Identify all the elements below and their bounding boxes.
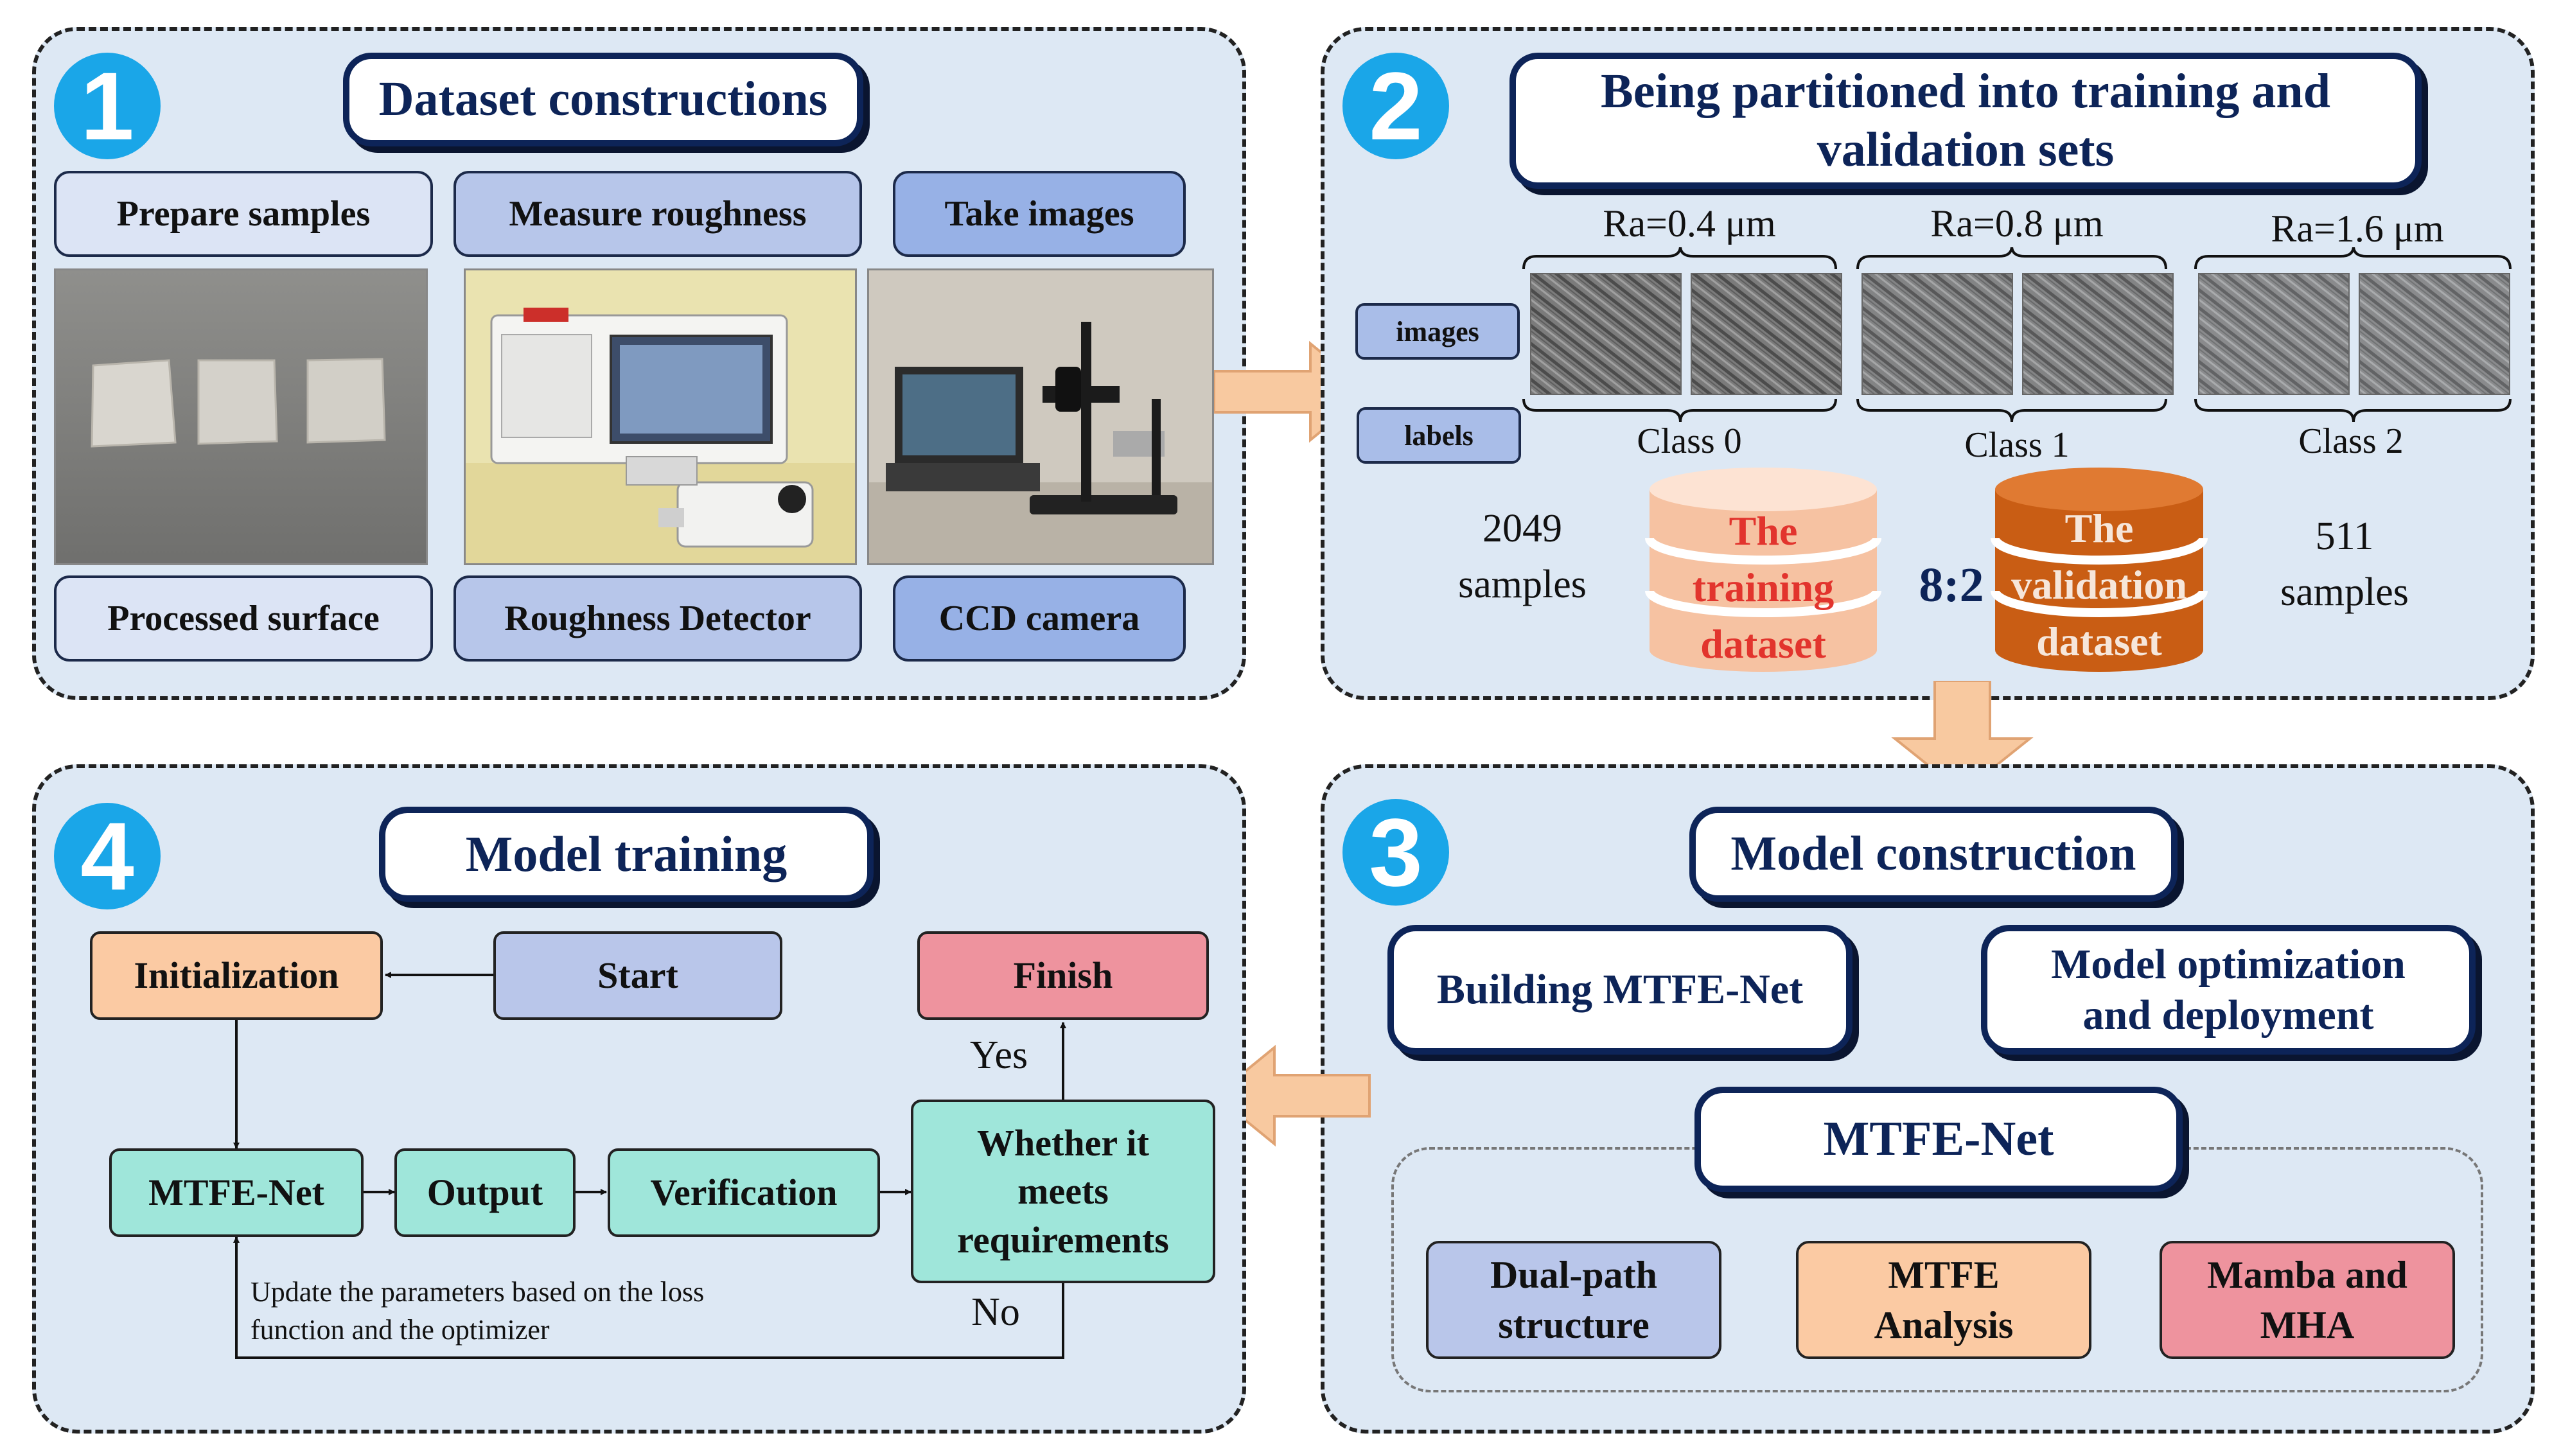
no-label: No (971, 1290, 1020, 1334)
validation-label-line2: validation (2011, 561, 2187, 608)
training-dataset-cylinder (1645, 468, 1881, 672)
training-label-line1: The (1729, 507, 1798, 554)
photo-ccd-camera (867, 268, 1214, 565)
label-prepare-samples: Prepare samples (54, 171, 433, 257)
node-mtfe-net: MTFE-Net (109, 1148, 364, 1237)
component-dual-path: Dual-path structure (1426, 1241, 1721, 1359)
label-processed-surface: Processed surface (54, 575, 433, 662)
step-badge-1: 1 (54, 53, 161, 159)
sample-image-class2-b (2359, 273, 2510, 395)
training-count: 2049 samples (1426, 501, 1619, 623)
node-finish: Finish (917, 931, 1209, 1020)
ra-label-2: Ra=1.6 μm (2271, 207, 2444, 250)
flow-connectors (233, 972, 1066, 1359)
braces (1522, 247, 2512, 423)
sample-image-class2-a (2198, 273, 2350, 395)
validation-dataset-label: The validation dataset (1990, 498, 2208, 672)
mtfe-net-block: MTFE-Net (1694, 1087, 2183, 1192)
validation-count-number: 511 (2315, 514, 2374, 558)
split-ratio: 8:2 (1919, 558, 1984, 612)
panel2-title: Being partitioned into training and vali… (1509, 53, 2422, 189)
class-label-1: Class 1 (1964, 425, 2070, 465)
training-count-unit: samples (1458, 562, 1587, 606)
class-label-2: Class 2 (2298, 421, 2404, 461)
node-output: Output (394, 1148, 576, 1237)
training-label-line2: training (1692, 564, 1835, 610)
panel4-title: Model training (379, 807, 874, 902)
node-decision: Whether it meets requirements (911, 1100, 1215, 1283)
label-take-images: Take images (893, 171, 1186, 257)
tag-labels: labels (1357, 407, 1521, 464)
step-badge-4: 4 (54, 803, 161, 909)
training-count-number: 2049 (1483, 507, 1562, 550)
step-badge-3: 3 (1342, 799, 1449, 906)
component-mtfe-analysis: MTFE Analysis (1796, 1241, 2091, 1359)
photo-roughness-detector (464, 268, 857, 565)
sample-image-class1-b (2022, 273, 2174, 395)
photo-processed-surface (54, 268, 428, 565)
node-verification: Verification (608, 1148, 880, 1237)
panel3-title: Model construction (1689, 807, 2178, 902)
sample-image-class1-a (1861, 273, 2013, 395)
node-initialization: Initialization (90, 931, 383, 1020)
panel1-title: Dataset constructions (343, 53, 863, 146)
validation-count-unit: samples (2280, 570, 2409, 614)
tag-images: images (1355, 303, 1520, 360)
validation-dataset-cylinder (1991, 468, 2208, 672)
validation-label-line3: dataset (2036, 618, 2162, 665)
ra-label-0: Ra=0.4 μm (1603, 202, 1776, 245)
training-dataset-label: The training dataset (1644, 501, 1882, 674)
label-ccd-camera: CCD camera (893, 575, 1186, 662)
yes-label: Yes (969, 1033, 1028, 1077)
training-label-line3: dataset (1700, 621, 1826, 667)
node-start: Start (493, 931, 782, 1020)
step-badge-2: 2 (1342, 53, 1449, 159)
label-roughness-detector: Roughness Detector (453, 575, 862, 662)
class-label-0: Class 0 (1637, 421, 1742, 461)
validation-count: 511 samples (2248, 509, 2441, 631)
label-measure-roughness: Measure roughness (453, 171, 862, 257)
ra-label-1: Ra=0.8 μm (1930, 202, 2104, 245)
sample-image-class0-b (1691, 273, 1842, 395)
building-mtfe-net: Building MTFE-Net (1387, 925, 1852, 1055)
update-parameters-note: Update the parameters based on the loss … (251, 1276, 705, 1346)
sample-image-class0-a (1530, 273, 1682, 395)
validation-label-line1: The (2064, 505, 2134, 551)
model-optimization-deployment: Model optimization and deployment (1981, 925, 2476, 1055)
component-mamba-mha: Mamba and MHA (2160, 1241, 2455, 1359)
